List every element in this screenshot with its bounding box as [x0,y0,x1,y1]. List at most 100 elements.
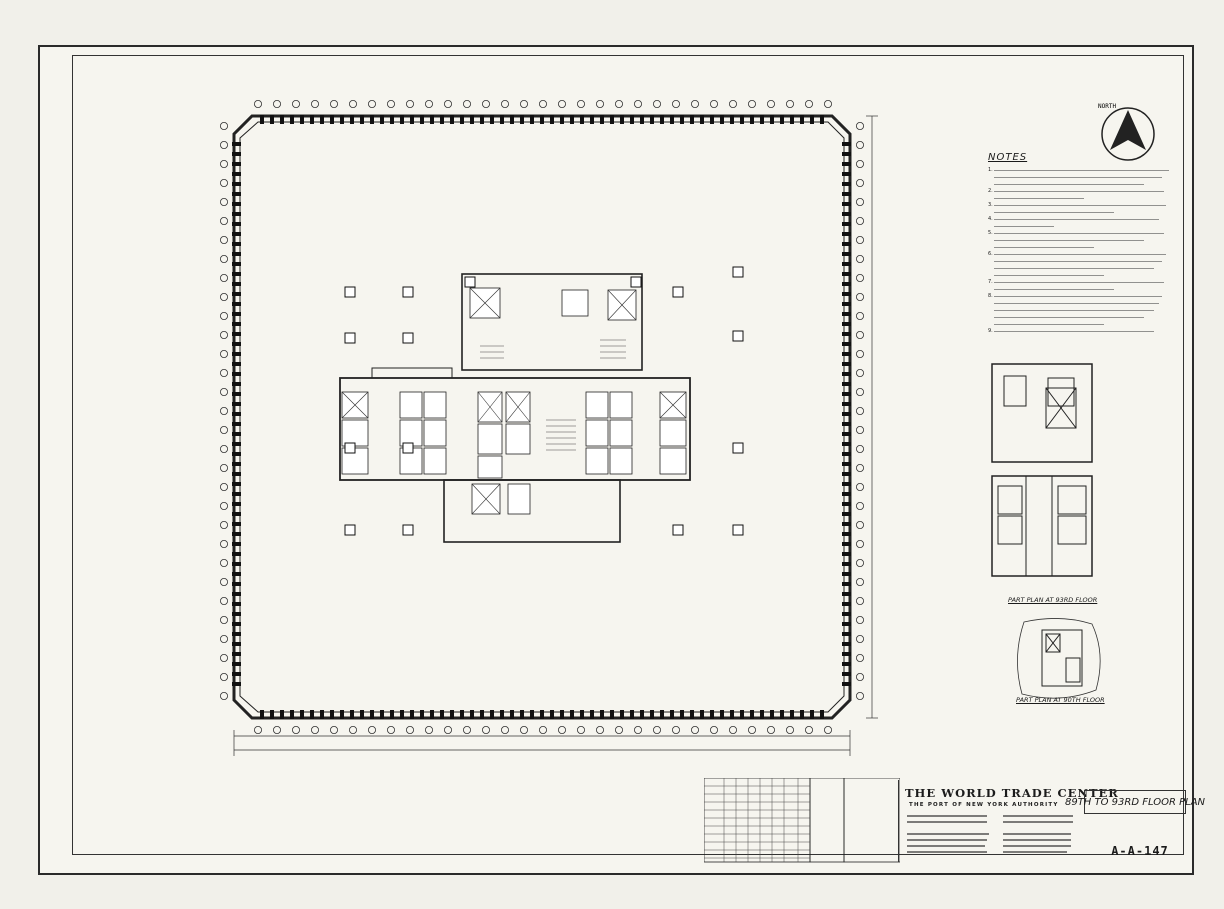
interior-column [732,266,744,278]
perimeter-column [842,462,851,466]
grid-bubble [856,178,865,187]
perimeter-column [730,710,734,719]
note-item: 9. [988,328,1178,334]
grid-bubble [824,100,833,109]
perimeter-column [450,710,454,719]
perimeter-column [420,115,424,124]
perimeter-column [790,710,794,719]
grid-bubble [481,100,490,109]
perimeter-column [842,562,851,566]
perimeter-column [790,115,794,124]
note-number: 5. [988,230,993,236]
grid-bubble [856,463,865,472]
perimeter-column [650,115,654,124]
consultant-credits [907,815,1073,853]
perimeter-column [232,572,241,576]
perimeter-column [500,710,504,719]
perimeter-column [760,710,764,719]
perimeter-column [730,115,734,124]
grid-bubble [856,159,865,168]
perimeter-column [842,222,851,226]
grid-bubble [856,692,865,701]
grid-bubble [219,521,228,530]
perimeter-column [350,115,354,124]
perimeter-column [310,115,314,124]
grid-bubble [443,726,452,735]
grid-bubble [856,521,865,530]
perimeter-column [820,115,824,124]
grid-bubble [219,368,228,377]
perimeter-column [842,572,851,576]
grid-bubble [253,100,262,109]
revisions-table [704,778,900,863]
perimeter-column [842,292,851,296]
perimeter-column [340,710,344,719]
perimeter-column [842,532,851,536]
perimeter-column [530,115,534,124]
perimeter-column [630,115,634,124]
perimeter-column [842,182,851,186]
note-item: 3. [988,202,1178,213]
grid-bubble [856,311,865,320]
grid-bubble [219,273,228,282]
grid-bubble [272,726,281,735]
perimeter-column [232,622,241,626]
part-plan-90-label: PART PLAN AT 90TH FLOOR [1016,696,1105,704]
grid-bubble [520,100,529,109]
perimeter-column [842,392,851,396]
perimeter-column [570,710,574,719]
grid-bubble [672,100,681,109]
note-item: 5. [988,230,1178,248]
grid-bubble [748,100,757,109]
perimeter-column [842,352,851,356]
part-plan-90-drawing [1017,618,1101,699]
perimeter-column [620,115,624,124]
perimeter-column [842,312,851,316]
perimeter-column [290,115,294,124]
notes-heading: NOTES [988,152,1028,163]
perimeter-column [842,412,851,416]
interior-columns [344,266,744,536]
perimeter-column [232,332,241,336]
note-item: 4. [988,216,1178,227]
perimeter-column [670,710,674,719]
grid-bubble [219,140,228,149]
perimeter-column [232,642,241,646]
grid-bubble [856,559,865,568]
grid-bubble [253,726,262,735]
grid-bubble [558,726,567,735]
perimeter-column [232,372,241,376]
perimeter-column [710,710,714,719]
perimeter-column [842,272,851,276]
perimeter-column [842,142,851,146]
perimeter-column [232,342,241,346]
north-arrow-icon: NORTH [1098,103,1155,161]
perimeter-column [440,115,444,124]
perimeter-column [370,710,374,719]
note-number: 1. [988,167,993,173]
perimeter-column [330,115,334,124]
perimeter-column [800,115,804,124]
perimeter-column [530,710,534,719]
grid-bubble [291,100,300,109]
grid-bubble [634,100,643,109]
perimeter-column [842,622,851,626]
perimeter-column [842,382,851,386]
grid-bubble [219,387,228,396]
grid-bubble [329,726,338,735]
perimeter-column [842,262,851,266]
perimeter-column [460,710,464,719]
perimeter-column [842,362,851,366]
perimeter-column [842,152,851,156]
building-core [339,273,691,543]
perimeter-column [420,710,424,719]
perimeter-column [740,115,744,124]
perimeter-column [610,710,614,719]
grid-bubble [219,216,228,225]
interior-column [672,286,684,298]
perimeter-column [690,115,694,124]
grid-bubble [577,100,586,109]
perimeter-column [490,115,494,124]
perimeter-column [380,710,384,719]
perimeter-column [842,422,851,426]
